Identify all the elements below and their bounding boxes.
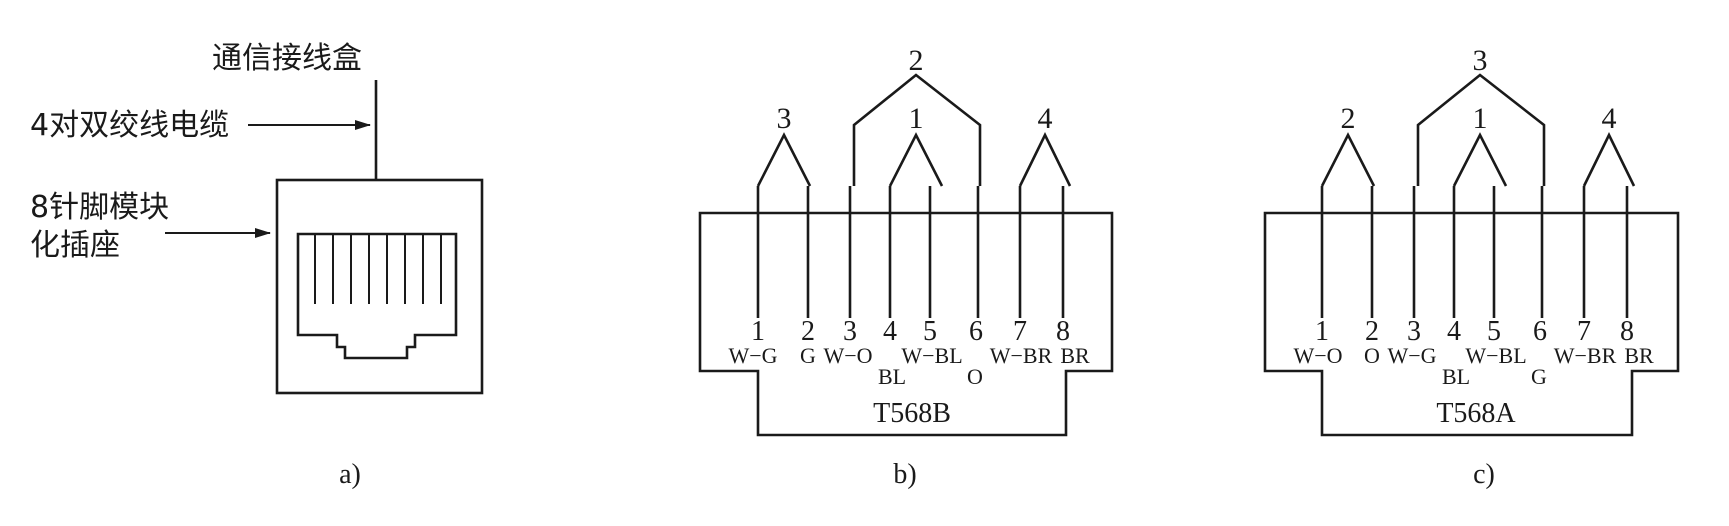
t568a-pin-number: 4 [1447,316,1461,347]
t568a-standard-label: T568A [1436,398,1516,429]
t568b-pin-number: 7 [1013,316,1027,347]
t568a-pin-number: 6 [1533,316,1547,347]
t568b-pair-bracket-2 [852,73,982,186]
t568a-wire-color: O [1364,343,1380,368]
panel-b: 3 2 1 4 1 2 3 4 5 6 7 8 W−G G W−O BL W−B… [698,44,1114,490]
t568b-pair-label: 4 [1038,102,1053,135]
t568a-wire-color: W−BR [1554,343,1617,368]
t568b-wire-color: W−BL [901,343,962,368]
caption-a: a) [339,459,361,490]
t568a-pin-number: 1 [1315,316,1329,347]
label-jack-line1: 8针脚模块 [30,190,169,225]
t568a-wire-color: BL [1442,364,1470,389]
t568b-pin-number: 1 [751,316,765,347]
label-connection-box: 通信接线盒 [212,41,362,76]
t568b-wire-color: W−O [823,343,872,368]
caption-b: b) [893,459,916,490]
t568b-wire-color: O [967,364,983,389]
t568b-pair-label: 3 [777,102,792,135]
t568b-wire-color: W−G [728,343,777,368]
t568b-wire-color: BL [878,364,906,389]
t568a-wire-color: G [1531,364,1547,389]
t568a-wire-color: W−G [1387,343,1436,368]
t568a-pin-number: 8 [1620,316,1634,347]
t568a-pair-label: 4 [1602,102,1617,135]
t568b-pin-number: 8 [1056,316,1070,347]
t568b-pin-number: 5 [923,316,937,347]
caption-c: c) [1473,459,1495,490]
t568b-connector [698,211,1114,437]
t568a-pair-bracket-4 [1582,132,1636,187]
panel-a: 通信接线盒 4对双绞线电缆 8针脚模块 化插座 a) [30,41,484,490]
t568b-wire-color: G [800,343,816,368]
t568b-pair-label: 1 [909,102,924,135]
t568b-pair-brackets [756,73,1072,187]
t568b-pair-label: 2 [909,44,924,77]
t568a-pin-number: 7 [1577,316,1591,347]
t568b-wire-color: BR [1060,343,1090,368]
t568a-wire-color: BR [1624,343,1654,368]
t568a-pair-label: 3 [1473,44,1488,77]
label-jack-line2: 化插座 [30,228,120,263]
t568b-pins [756,186,1065,318]
panel-c: 2 3 1 4 1 2 3 4 5 6 7 8 W−O O W−G BL W−B… [1263,44,1680,490]
t568a-wire-color: W−O [1293,343,1342,368]
t568b-pair-bracket-4 [1018,132,1072,187]
socket-contacts [314,234,442,304]
t568a-pin-number: 5 [1487,316,1501,347]
t568a-pair-bracket-2 [1320,132,1376,187]
t568b-wire-color: W−BR [990,343,1053,368]
t568a-wire-color: W−BL [1465,343,1526,368]
t568a-pair-label: 2 [1341,102,1356,135]
t568a-pins [1320,186,1629,318]
t568a-pair-bracket-3 [1416,73,1546,186]
label-cable: 4对双绞线电缆 [30,108,229,143]
rj45-socket [296,232,458,360]
t568b-pair-bracket-1 [888,132,944,187]
t568b-standard-label: T568B [873,398,951,429]
t568a-pair-label: 1 [1473,102,1488,135]
outlet-box [275,178,484,395]
t568b-pin-number: 6 [969,316,983,347]
t568a-pair-bracket-1 [1452,132,1508,187]
t568a-pin-number: 3 [1407,316,1421,347]
t568b-pin-number: 2 [801,316,815,347]
t568a-pin-number: 2 [1365,316,1379,347]
t568a-connector [1263,211,1680,437]
t568b-pair-bracket-3 [756,132,812,187]
t568a-pair-brackets [1320,73,1636,187]
t568b-pin-number: 3 [843,316,857,347]
t568b-pin-number: 4 [883,316,897,347]
